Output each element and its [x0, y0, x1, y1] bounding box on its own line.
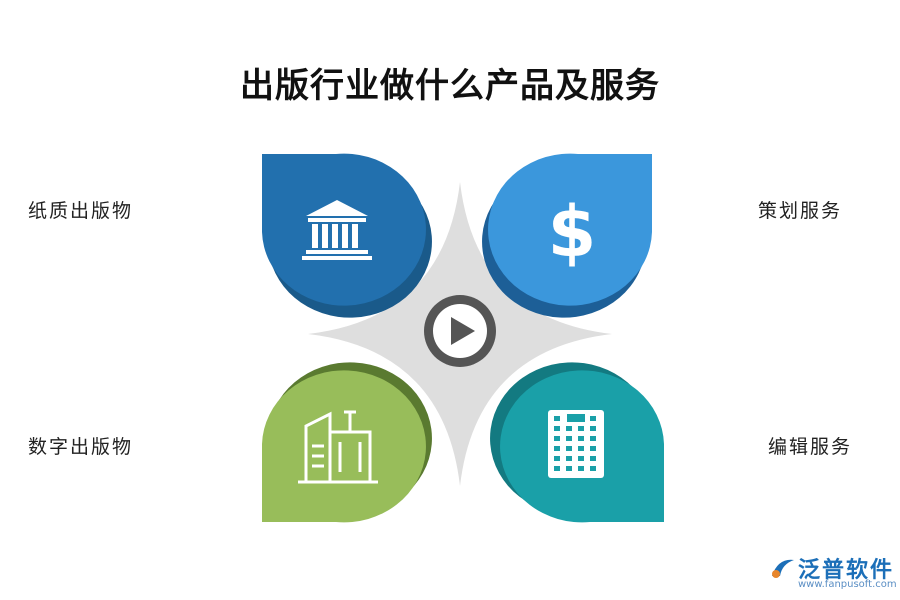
watermark: 泛普软件 www.fanpusoft.com	[768, 552, 897, 596]
window	[590, 456, 596, 461]
label-digital-publications: 数字出版物	[28, 436, 134, 458]
window	[578, 446, 584, 451]
building-sign	[567, 414, 585, 422]
label-planning-services: 策划服务	[758, 200, 843, 222]
watermark-name: 泛普软件	[798, 558, 895, 583]
bank-building-icon	[302, 200, 372, 260]
petal-editing-services	[490, 362, 664, 523]
petal-digital-publications	[262, 362, 432, 523]
watermark-url: www.fanpusoft.com	[798, 579, 897, 590]
window	[554, 426, 560, 431]
window	[590, 416, 596, 421]
window	[554, 446, 560, 451]
window	[554, 456, 560, 461]
window	[566, 466, 572, 471]
window	[578, 436, 584, 441]
window	[590, 436, 596, 441]
petal-shape	[488, 153, 652, 306]
petal-shape	[262, 370, 426, 523]
window	[578, 456, 584, 461]
window	[566, 456, 572, 461]
window	[578, 466, 584, 471]
window	[554, 436, 560, 441]
petal-paper-publications	[262, 153, 432, 318]
window	[566, 446, 572, 451]
dollar-sign-icon: $	[548, 191, 597, 273]
label-editing-services: 编辑服务	[768, 436, 853, 458]
window	[566, 436, 572, 441]
window	[554, 416, 560, 421]
office-building-icon	[548, 410, 604, 478]
play-button-icon[interactable]	[424, 295, 496, 367]
city-buildings-icon	[298, 410, 378, 484]
label-paper-publications: 纸质出版物	[28, 200, 134, 222]
window	[590, 426, 596, 431]
page-title: 出版行业做什么产品及服务	[240, 66, 660, 106]
fanpu-logo-icon	[772, 559, 794, 578]
window	[566, 426, 572, 431]
window	[554, 466, 560, 471]
window	[578, 426, 584, 431]
petal-planning-services: $	[482, 153, 652, 318]
window	[590, 466, 596, 471]
window	[590, 446, 596, 451]
